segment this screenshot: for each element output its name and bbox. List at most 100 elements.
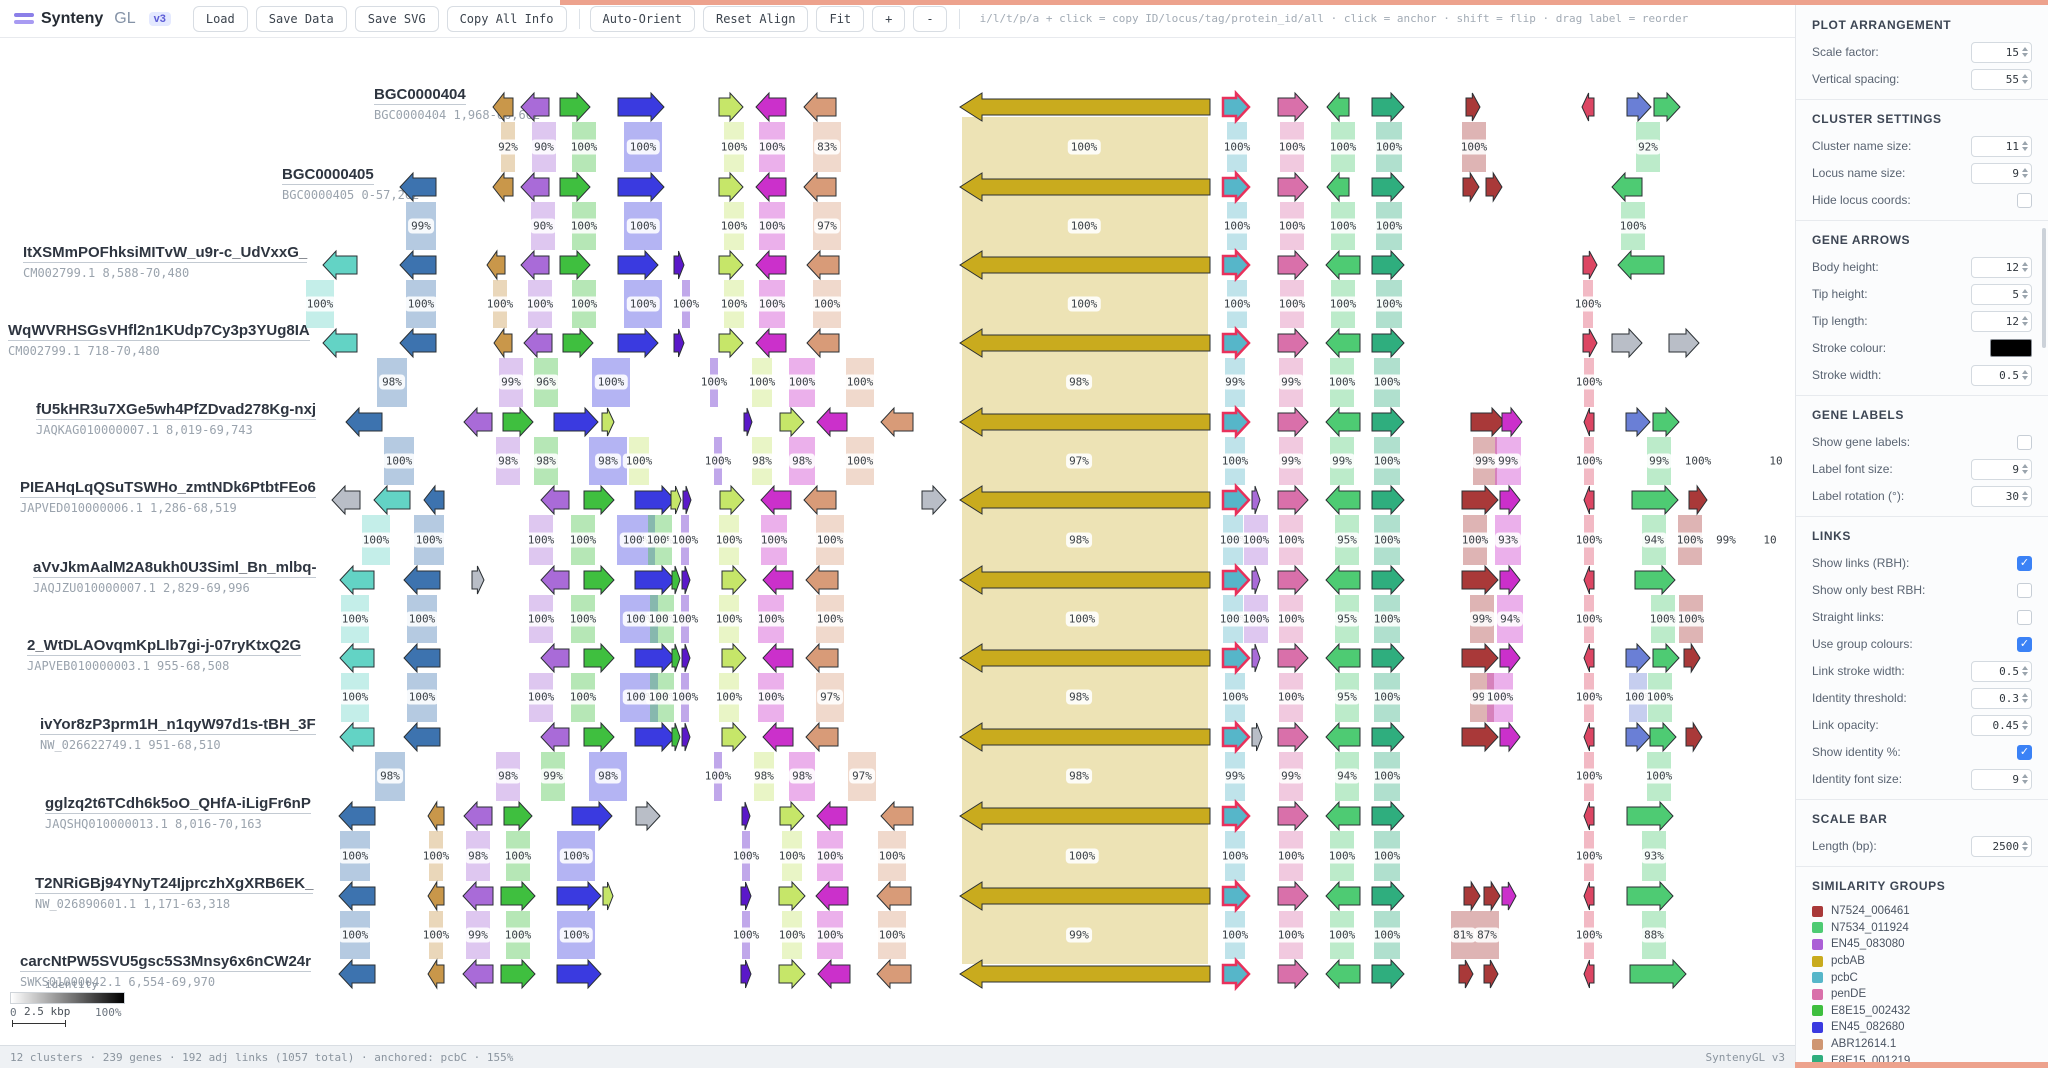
gene-arrow-blu[interactable]: [634, 721, 676, 753]
gene-arrow-pur[interactable]: [463, 406, 493, 438]
spinner-down-icon[interactable]: [2022, 672, 2028, 676]
cluster-name[interactable]: T2NRiGBj94YNyT24IjprczhXgXRB6EK_: [35, 875, 314, 894]
gene-arrow-gold[interactable]: [959, 959, 1211, 989]
gene-arrow-lime[interactable]: [719, 484, 745, 516]
gene-arrow-ind[interactable]: [740, 959, 752, 989]
gene-arrow-mag[interactable]: [762, 642, 794, 674]
spinner-down-icon[interactable]: [2022, 780, 2028, 784]
checkbox[interactable]: ✓: [2017, 555, 2032, 571]
gene-arrow-dr[interactable]: [1688, 484, 1708, 516]
gene-arrow-teal[interactable]: [1371, 721, 1405, 753]
gene-arrow-gry[interactable]: [331, 484, 361, 516]
gene-arrow-peri[interactable]: [1625, 642, 1651, 674]
toolbar-button-fit[interactable]: Fit: [816, 5, 865, 32]
gene-arrow-dr[interactable]: [1685, 721, 1703, 753]
gene-arrow-cr[interactable]: [1583, 959, 1595, 989]
gene-arrow-grn[interactable]: [559, 91, 591, 123]
gene-arrow-sb[interactable]: [403, 642, 441, 674]
spinner-up-icon[interactable]: [2022, 316, 2028, 320]
gene-arrow-sal[interactable]: [805, 721, 839, 753]
gene-arrow-blu[interactable]: [556, 958, 602, 990]
spinner[interactable]: [2022, 47, 2028, 57]
gene-arrow-gry[interactable]: [635, 800, 661, 832]
spinner-down-icon[interactable]: [2022, 376, 2028, 380]
gene-arrow-teal[interactable]: [1371, 564, 1405, 596]
gene-arrow-pen[interactable]: [1277, 91, 1309, 123]
spinner[interactable]: [2022, 289, 2028, 299]
gene-arrow-lime[interactable]: [601, 407, 615, 437]
gene-arrow-gry[interactable]: [1668, 327, 1700, 359]
number-input[interactable]: 0.45: [1971, 714, 2032, 736]
gene-arrow-cr[interactable]: [1583, 881, 1595, 911]
gene-arrow-lime[interactable]: [718, 91, 744, 123]
gene-arrow-dr[interactable]: [1465, 92, 1481, 122]
gene-arrow-sal[interactable]: [876, 958, 912, 990]
gene-arrow-pen[interactable]: [1277, 721, 1309, 753]
spinner[interactable]: [2022, 666, 2028, 676]
number-input[interactable]: 9: [1971, 768, 2032, 790]
number-input[interactable]: 5: [1971, 283, 2032, 305]
spinner[interactable]: [2022, 774, 2028, 784]
gene-arrow-gl[interactable]: [1325, 564, 1361, 596]
gene-arrow-lime[interactable]: [602, 881, 614, 911]
gene-arrow-sal[interactable]: [805, 564, 839, 596]
gene-arrow-sal[interactable]: [880, 406, 914, 438]
cluster-name[interactable]: WqWVRHSGsVHfl2n1KUdp7Cy3p3YUg8IA: [8, 322, 310, 341]
gene-arrow-pur[interactable]: [540, 721, 570, 753]
gene-arrow-gl[interactable]: [1325, 958, 1361, 990]
spinner-down-icon[interactable]: [2022, 726, 2028, 730]
gene-arrow-blu[interactable]: [617, 171, 665, 203]
gene-arrow-teal[interactable]: [1371, 958, 1405, 990]
gene-arrow-tq[interactable]: [373, 484, 411, 516]
gene-arrow-anc[interactable]: [1221, 89, 1251, 125]
gene-arrow-gl[interactable]: [1325, 721, 1361, 753]
gene-arrow-tq[interactable]: [322, 249, 358, 281]
gene-arrow-pen[interactable]: [1277, 484, 1309, 516]
gene-arrow-gl[interactable]: [1326, 91, 1350, 123]
gene-arrow-cr[interactable]: [1582, 250, 1598, 280]
gene-arrow-peri[interactable]: [1625, 406, 1651, 438]
spinner-up-icon[interactable]: [2022, 491, 2028, 495]
gene-arrow-lime[interactable]: [778, 958, 806, 990]
gene-arrow-sal[interactable]: [806, 249, 840, 281]
gene-arrow-mag[interactable]: [817, 958, 851, 990]
gene-arrow-mag[interactable]: [1499, 484, 1521, 516]
gene-arrow-mag[interactable]: [755, 249, 787, 281]
number-input[interactable]: 0.5: [1971, 660, 2032, 682]
number-input[interactable]: 0.3: [1971, 687, 2032, 709]
gene-arrow-sal[interactable]: [803, 171, 837, 203]
gene-arrow-sb[interactable]: [403, 721, 441, 753]
gene-arrow-blu[interactable]: [634, 564, 676, 596]
gene-arrow-blu[interactable]: [556, 880, 602, 912]
gene-arrow-dr[interactable]: [1461, 484, 1499, 516]
gene-arrow-dr[interactable]: [1461, 721, 1499, 753]
toolbar-button-save-data[interactable]: Save Data: [255, 5, 347, 32]
gene-arrow-tan[interactable]: [427, 958, 445, 990]
gene-arrow-tan[interactable]: [486, 249, 506, 281]
spinner-down-icon[interactable]: [2022, 699, 2028, 703]
spinner-up-icon[interactable]: [2022, 464, 2028, 468]
gene-arrow-teal[interactable]: [1371, 484, 1405, 516]
gene-arrow-mag[interactable]: [755, 327, 787, 359]
gene-arrow-gry[interactable]: [1611, 327, 1643, 359]
spinner[interactable]: [2022, 720, 2028, 730]
gene-arrow-anc[interactable]: [1221, 247, 1251, 283]
gene-arrow-blu[interactable]: [634, 642, 676, 674]
cluster-name[interactable]: PIEAHqLqQSuTSWHo_zmtNDk6PtbtFEo6: [20, 479, 316, 498]
gene-arrow-gold[interactable]: [959, 407, 1211, 437]
gene-arrow-cr[interactable]: [1581, 92, 1595, 122]
gene-arrow-gold[interactable]: [959, 92, 1211, 122]
gene-arrow-lime[interactable]: [721, 642, 747, 674]
gene-arrow-mag[interactable]: [760, 484, 792, 516]
spinner-up-icon[interactable]: [2022, 289, 2028, 293]
spinner[interactable]: [2022, 74, 2028, 84]
gene-arrow-gl[interactable]: [1325, 800, 1361, 832]
checkbox[interactable]: [2017, 582, 2032, 598]
gene-arrow-pen[interactable]: [1277, 249, 1309, 281]
gene-arrow-blu[interactable]: [617, 249, 659, 281]
gene-arrow-blu[interactable]: [553, 406, 599, 438]
gene-arrow-sal[interactable]: [803, 484, 837, 516]
spinner[interactable]: [2022, 491, 2028, 501]
gene-arrow-mag[interactable]: [1499, 642, 1521, 674]
gene-arrow-pur[interactable]: [540, 642, 570, 674]
